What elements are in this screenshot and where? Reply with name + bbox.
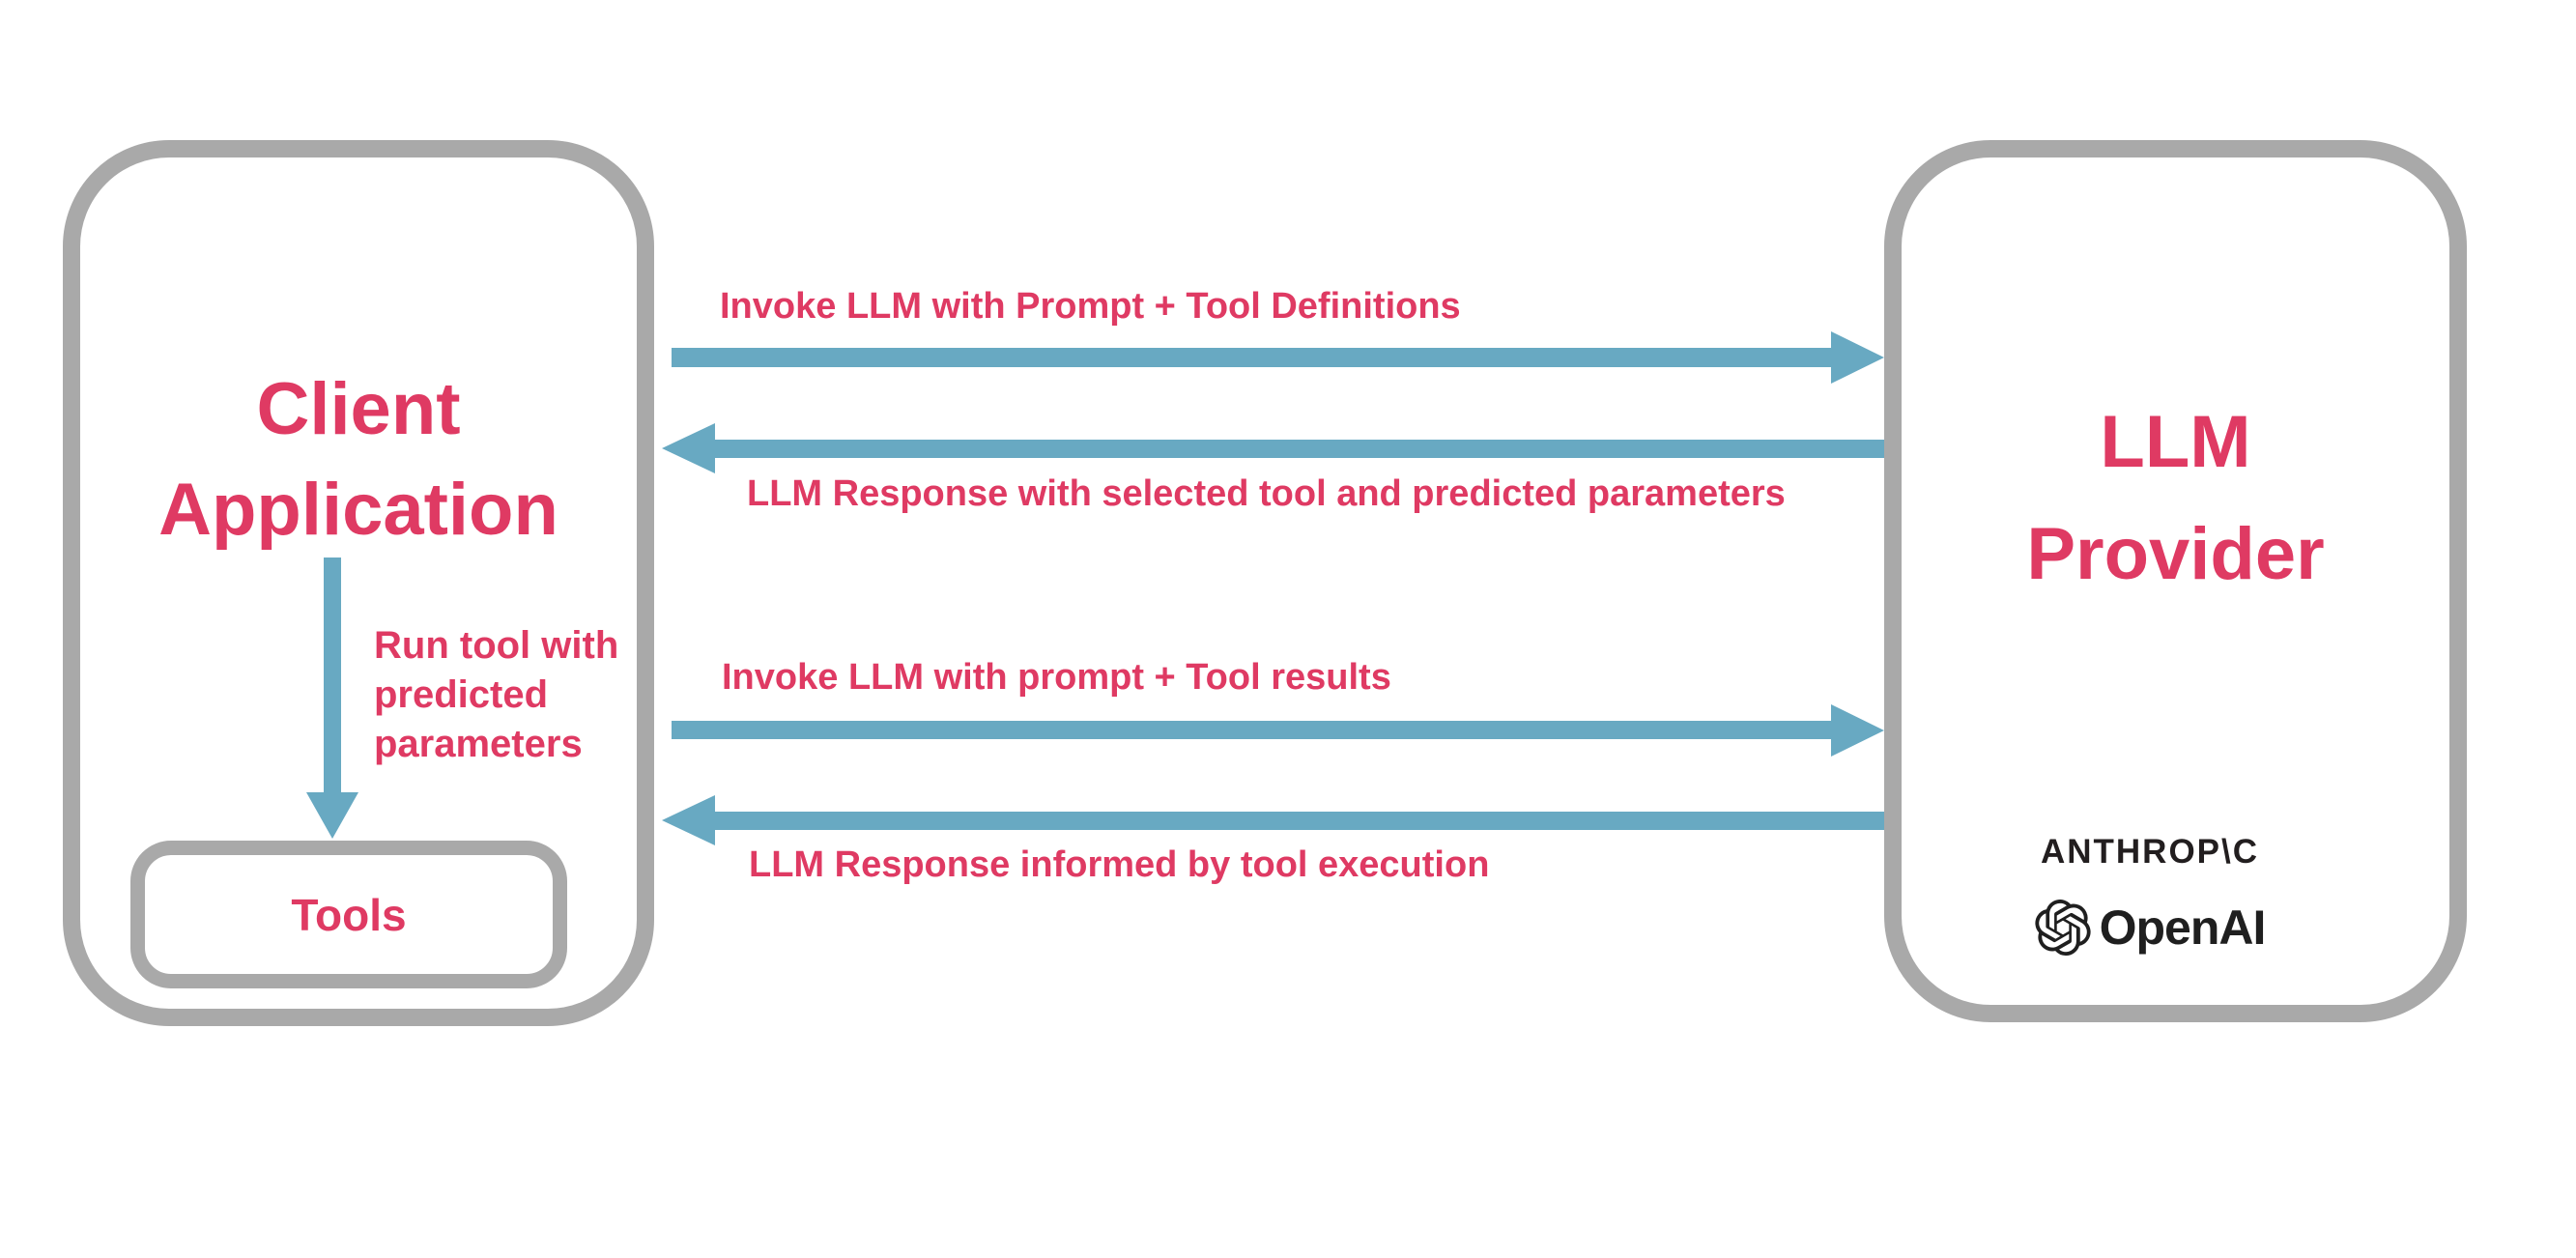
run-tool-label: Run tool with predicted parameters xyxy=(374,624,619,765)
llm-title-line2: Provider xyxy=(2026,513,2325,595)
llm-provider-box xyxy=(1884,140,2467,1022)
tools-label: Tools xyxy=(291,889,407,940)
llm-provider-title: LLM Provider xyxy=(1884,386,2467,611)
llm-title-line1: LLM xyxy=(2100,401,2251,483)
run-tool-arrow-shaft xyxy=(324,558,341,792)
arrow-response-selected-tool-shaft xyxy=(715,440,1884,458)
arrow-invoke-definitions-shaft xyxy=(672,348,1831,367)
arrowhead-down-icon xyxy=(306,792,358,839)
openai-icon xyxy=(2035,900,2091,956)
arrowhead-left-icon xyxy=(662,795,715,845)
arrowhead-right-icon xyxy=(1831,331,1884,384)
client-title-line1: Client xyxy=(256,368,461,450)
arrowhead-left-icon xyxy=(662,423,715,473)
anthropic-logo: ANTHROP\C xyxy=(2040,833,2260,871)
arrow-label-response-selected-tool: LLM Response with selected tool and pred… xyxy=(747,473,1786,514)
client-title-line2: Application xyxy=(158,469,558,551)
arrow-label-invoke-definitions: Invoke LLM with Prompt + Tool Definition… xyxy=(720,286,1461,327)
client-application-title: Client Application xyxy=(63,359,654,560)
openai-wordmark: OpenAI xyxy=(2099,901,2267,955)
openai-logo: OpenAI xyxy=(1884,897,2416,958)
arrowhead-right-icon xyxy=(1831,704,1884,757)
arrow-label-response-informed: LLM Response informed by tool execution xyxy=(749,844,1490,885)
arrow-label-invoke-results: Invoke LLM with prompt + Tool results xyxy=(722,657,1391,698)
tools-box: Tools xyxy=(130,841,567,988)
arrow-response-informed-shaft xyxy=(715,812,1884,830)
arrow-invoke-results-shaft xyxy=(672,721,1831,739)
